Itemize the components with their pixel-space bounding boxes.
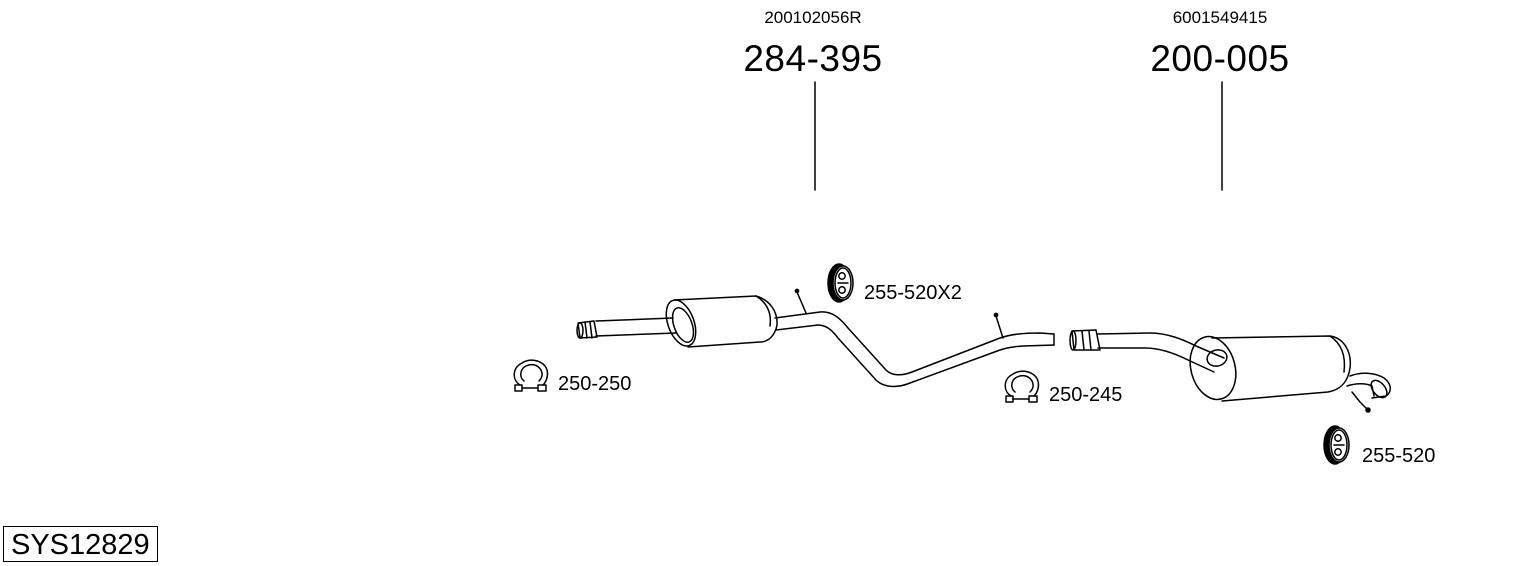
accessory-label[interactable]: 250-250 [558,373,632,395]
accessory-label[interactable]: 255-520 [1362,445,1436,467]
system-code-box: SYS12829 [3,526,158,562]
rubber-hanger-icon[interactable] [1323,425,1350,465]
accessory-label[interactable]: 255-520X2 [864,282,962,304]
rear-muffler-pipe[interactable] [1069,329,1391,413]
oe-number-label: 200102056R [764,8,862,27]
front-muffler-pipe[interactable] [576,288,1055,388]
accessory-label[interactable]: 250-245 [1049,384,1123,406]
rubber-hanger-icon[interactable] [827,263,854,303]
part-number-label[interactable]: 284-395 [743,38,883,79]
pipe-clamp-icon[interactable] [1004,370,1040,403]
oe-number-label: 6001549415 [1172,8,1268,27]
pipe-clamp-icon[interactable] [513,359,549,392]
part-number-label[interactable]: 200-005 [1150,38,1290,79]
